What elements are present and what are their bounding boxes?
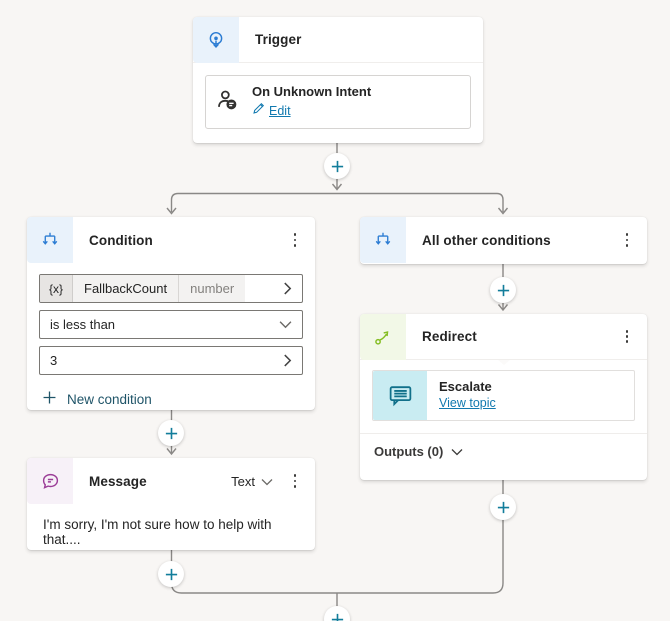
chevron-right-icon[interactable] — [273, 282, 302, 295]
message-node-title: Message — [89, 473, 147, 489]
branch-icon — [360, 217, 406, 263]
condition-value: 3 — [50, 353, 58, 368]
edit-link[interactable]: Edit — [269, 104, 291, 118]
collapse-notch — [497, 360, 510, 365]
message-icon — [27, 458, 73, 504]
variable-type: number — [178, 275, 246, 302]
message-mode-select[interactable]: Text — [231, 474, 273, 489]
variable-name: FallbackCount — [73, 275, 179, 302]
condition-node-title: Condition — [89, 232, 153, 248]
trigger-node-title: Trigger — [255, 32, 302, 47]
redirect-menu-button[interactable] — [613, 323, 641, 351]
condition-node[interactable]: Condition {x} FallbackCount number is le… — [27, 217, 315, 410]
trigger-node-header[interactable]: Trigger — [193, 16, 483, 63]
condition-menu-button[interactable] — [281, 226, 309, 254]
plus-icon — [43, 391, 56, 407]
condition-operator-select[interactable]: is less than — [39, 310, 303, 339]
new-condition-label: New condition — [67, 391, 152, 407]
condition-node-header[interactable]: Condition — [27, 217, 315, 263]
trigger-node[interactable]: Trigger On Unknown Intent — [193, 16, 483, 143]
branch-icon — [27, 217, 73, 263]
chevron-down-icon — [269, 320, 302, 329]
topic-title: Escalate — [439, 379, 492, 394]
add-node-button[interactable] — [158, 561, 184, 587]
redirect-topic-card[interactable]: Escalate View topic — [372, 370, 635, 421]
outputs-toggle[interactable]: Outputs (0) — [360, 433, 647, 469]
redirect-node-title: Redirect — [422, 329, 477, 344]
all-other-conditions-header[interactable]: All other conditions — [360, 217, 647, 263]
add-node-button[interactable] — [324, 153, 350, 179]
all-other-conditions-title: All other conditions — [422, 232, 551, 248]
person-chat-icon — [216, 89, 238, 116]
message-node[interactable]: Message Text I'm sorry, I'm not sure how… — [27, 458, 315, 550]
add-node-button[interactable] — [324, 606, 350, 621]
add-node-button[interactable] — [490, 277, 516, 303]
all-other-conditions-menu-button[interactable] — [613, 226, 641, 254]
condition-value-field[interactable]: 3 — [39, 346, 303, 375]
outputs-label: Outputs (0) — [374, 444, 444, 459]
trigger-intent-card[interactable]: On Unknown Intent Edit — [205, 75, 471, 129]
add-node-button[interactable] — [158, 420, 184, 446]
chevron-down-icon — [261, 474, 273, 489]
trigger-intent-title: On Unknown Intent — [252, 84, 372, 99]
view-topic-link[interactable]: View topic — [439, 396, 496, 410]
message-node-header[interactable]: Message Text — [27, 458, 315, 504]
variable-prefix-chip: {x} — [40, 275, 74, 302]
redirect-icon — [360, 313, 406, 360]
new-condition-button[interactable]: New condition — [39, 382, 303, 416]
condition-variable-field[interactable]: {x} FallbackCount number — [39, 274, 303, 303]
trigger-icon — [193, 16, 239, 63]
redirect-node-header[interactable]: Redirect — [360, 313, 647, 360]
add-node-button[interactable] — [490, 494, 516, 520]
chevron-down-icon — [451, 444, 463, 459]
message-body-text[interactable]: I'm sorry, I'm not sure how to help with… — [43, 517, 272, 547]
all-other-conditions-node[interactable]: All other conditions — [360, 217, 647, 264]
pencil-icon — [252, 102, 265, 120]
redirect-node[interactable]: Redirect Escalate View topic — [360, 313, 647, 480]
message-menu-button[interactable] — [281, 467, 309, 495]
message-mode-value: Text — [231, 473, 255, 489]
topic-chat-icon — [373, 371, 427, 420]
operator-value: is less than — [50, 317, 116, 332]
chevron-right-icon[interactable] — [273, 354, 302, 367]
